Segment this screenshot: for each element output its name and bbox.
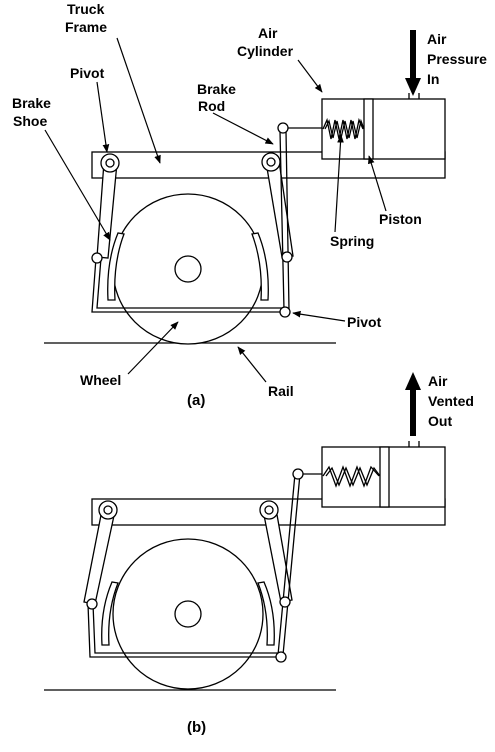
label-pivot-top: Pivot <box>70 65 105 81</box>
leader-brake-shoe <box>44 129 111 241</box>
pivot-mid-right-b <box>279 596 291 608</box>
label-air-cylinder-1: Air <box>258 25 278 41</box>
caption-b: (b) <box>187 719 206 736</box>
brake-shoe-left-b <box>101 581 119 646</box>
label-truck-frame-1: Truck <box>67 1 105 17</box>
brake-shoe-right-b <box>257 581 275 646</box>
leader-pivot-bottom <box>292 310 346 322</box>
label-air-pressure-3: In <box>427 71 439 87</box>
leader-rail <box>237 346 267 383</box>
bottom-rod-a <box>91 257 285 313</box>
leader-air-cylinder <box>297 59 323 93</box>
panel-a: Truck Frame Air Cylinder Air Pressure In… <box>12 1 487 409</box>
brake-rod-b <box>277 473 301 656</box>
caption-a: (a) <box>187 392 205 409</box>
label-air-vented-2: Vented <box>428 393 474 409</box>
label-air-pressure-2: Pressure <box>427 51 487 67</box>
label-air-pressure-1: Air <box>427 31 447 47</box>
piston-b <box>379 446 390 508</box>
wheel-hub-b <box>174 600 202 628</box>
pivot-top-right-inner-a <box>266 157 276 167</box>
label-air-cylinder-2: Cylinder <box>237 43 294 59</box>
pivot-top-right-inner-b <box>264 505 274 515</box>
leader-piston <box>368 155 387 212</box>
pivot-bottom-b <box>275 651 287 663</box>
pivot-mid-left-b <box>86 598 98 610</box>
label-spring: Spring <box>330 233 374 249</box>
leader-brake-rod <box>212 112 274 145</box>
panel-b: Air Vented Out (b) <box>44 372 474 736</box>
label-piston: Piston <box>379 211 422 227</box>
brake-shoe-left-a <box>107 232 125 301</box>
pivot-mid-left-a <box>91 252 103 264</box>
leader-wheel <box>127 321 179 375</box>
label-air-vented-1: Air <box>428 373 448 389</box>
pivot-top-left-inner-a <box>105 158 115 168</box>
wheel-hub-a <box>174 255 202 283</box>
label-rail: Rail <box>268 383 294 399</box>
spring-inner-b <box>325 466 381 487</box>
pivot-top-left-inner-b <box>103 505 113 515</box>
label-brake-rod-2: Rod <box>198 98 225 114</box>
air-in-arrowhead-a <box>405 78 421 96</box>
pivot-bottom-a <box>279 306 291 318</box>
brake-shoe-right-a <box>251 232 269 301</box>
spring-b <box>322 465 380 488</box>
leader-pivot-top <box>96 81 110 153</box>
pivot-rod-top-b <box>292 468 304 480</box>
leader-truck-frame <box>116 37 161 164</box>
pivot-rod-top-a <box>277 122 289 134</box>
leader-spring <box>334 134 344 233</box>
label-air-vented-3: Out <box>428 413 452 429</box>
label-wheel: Wheel <box>80 372 121 388</box>
label-brake-shoe-1: Brake <box>12 95 51 111</box>
brake-rod-a <box>279 130 290 311</box>
label-brake-shoe-2: Shoe <box>13 113 47 129</box>
bottom-rod-b <box>87 603 280 658</box>
label-pivot-bottom: Pivot <box>347 314 382 330</box>
label-brake-rod-1: Brake <box>197 81 236 97</box>
label-truck-frame-2: Frame <box>65 19 107 35</box>
pivot-mid-right-a <box>281 251 293 263</box>
spring-inner-a <box>324 118 365 139</box>
piston-a <box>363 98 374 160</box>
air-out-arrowhead-b <box>405 372 421 390</box>
